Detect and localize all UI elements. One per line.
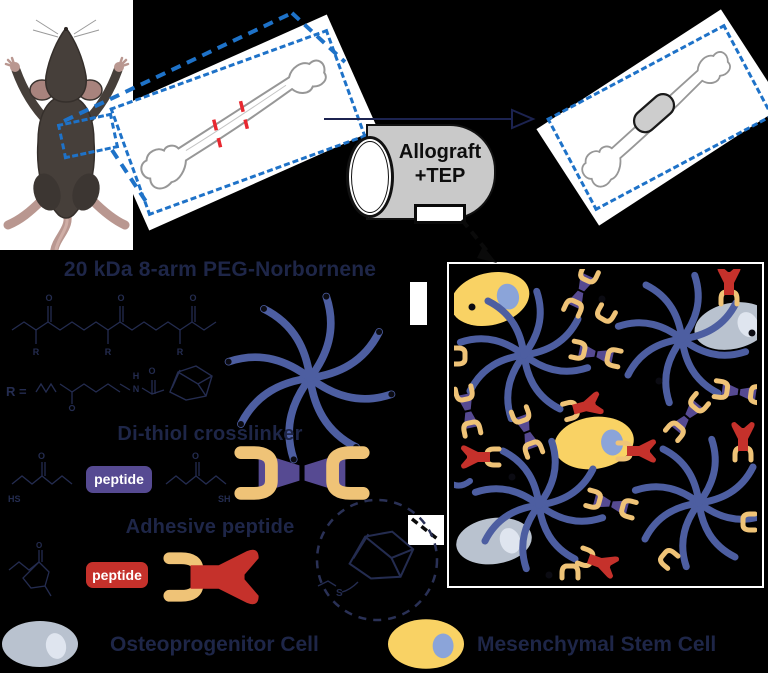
mesenchymal-stem-cell-label: Mesenchymal Stem Cell (477, 633, 717, 656)
hydrogel-network-box (447, 262, 764, 588)
mouse-whiskers (32, 19, 100, 38)
svg-text:O: O (38, 451, 45, 461)
cylinder-cap (346, 136, 394, 218)
osteoprogenitor-cell-legend-icon (2, 621, 78, 667)
adhesive-peptide-icon (169, 550, 258, 604)
dithiol-crosslinker-icon (241, 453, 363, 494)
femur-bone (140, 59, 327, 190)
adhesive-peptide-title: Adhesive peptide (125, 516, 295, 538)
bond-callout-connector (408, 515, 444, 545)
svg-text:O: O (117, 293, 124, 303)
norbornene-ring (346, 525, 417, 585)
svg-text:SH: SH (218, 494, 231, 504)
peptide-box-red: peptide (86, 562, 148, 588)
allograft-implant-capsule (632, 92, 676, 134)
svg-text:N: N (133, 384, 140, 394)
osteoprogenitor-cell-label: Osteoprogenitor Cell (110, 633, 319, 656)
r-equals-label: R = (6, 384, 27, 399)
svg-text:O: O (45, 293, 52, 303)
mesenchymal-stem-cell-legend-icon (388, 619, 464, 669)
cylinder-label: Allograft +TEP (390, 140, 490, 188)
svg-text:S: S (336, 588, 343, 599)
svg-text:O: O (189, 293, 196, 303)
svg-text:HS: HS (8, 494, 21, 504)
femur-panel-repaired (536, 9, 768, 226)
mouse-hind-foot-left (3, 195, 47, 230)
cylinder-label-line1: Allograft (398, 141, 482, 163)
svg-text:R: R (105, 347, 112, 357)
adhesive-structure: O (8, 541, 52, 597)
svg-text:R: R (177, 347, 184, 357)
peg-star-network (454, 275, 757, 568)
femur-defect-drawing (140, 59, 327, 190)
cylinder-label-line2: +TEP (414, 165, 466, 187)
svg-text:O: O (36, 541, 42, 550)
dithiol-crosslinker-title: Di-thiol crosslinker (117, 423, 303, 445)
r-group-structure: R = N H O (6, 365, 213, 412)
mouse-head (45, 26, 87, 103)
norbornene-ring (169, 365, 213, 401)
svg-text:O: O (148, 366, 155, 376)
tep-zoom-arrow (460, 218, 497, 263)
peptide-box-purple: peptide (86, 466, 152, 493)
svg-text:H: H (133, 371, 140, 381)
femur-repaired-drawing (581, 51, 731, 188)
peg-norbornene-structure: O O O R R R (11, 293, 217, 357)
mouse-hind-foot-right (87, 195, 130, 230)
mouse-nose (64, 27, 68, 31)
dashed-connector-line (410, 517, 442, 543)
hydrogel-network (454, 269, 757, 581)
svg-text:R: R (33, 347, 40, 357)
svg-text:O: O (192, 451, 199, 461)
peg-norbornene-title: 20 kDa 8-arm PEG-Norbornene (63, 258, 377, 281)
arm-end-dots (468, 295, 756, 579)
femur-panel-defect (98, 14, 378, 231)
tep-sample-window (414, 204, 466, 224)
callout-connector-bar (410, 282, 427, 325)
